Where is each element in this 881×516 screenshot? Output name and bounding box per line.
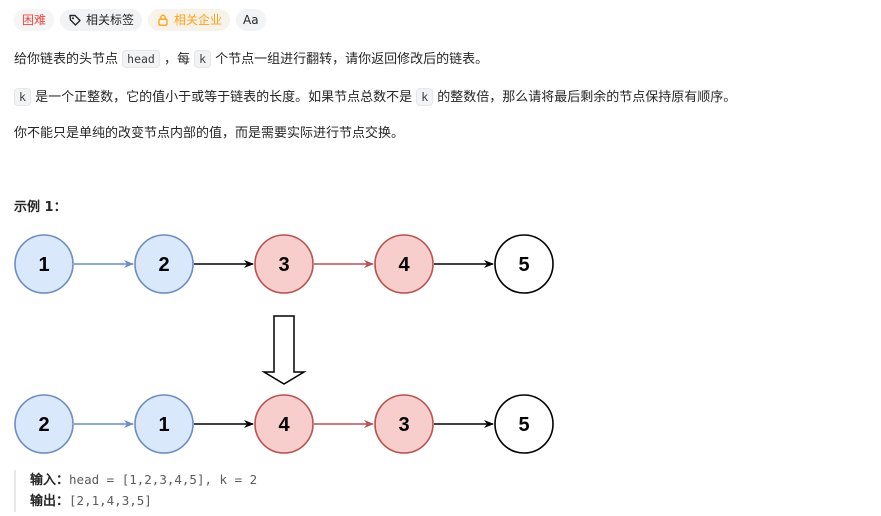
inline-code-k: k [416,88,434,106]
input-value: head = [1,2,3,4,5], k = 2 [69,472,258,487]
text: 是一个正整数，它的值小于或等于链表的长度。如果节点总数不是 [30,90,417,105]
after-node [134,394,194,454]
example-io-block: 输入：head = [1,2,3,4,5], k = 2 输出：[2,1,4,3… [14,470,257,512]
after-node [14,394,74,454]
before-node-label: 1 [38,254,49,276]
topics-tag-label: 相关标签 [86,13,135,27]
before-node [134,234,194,294]
after-node [374,394,434,454]
text: 给你链表的头节点 [14,52,123,67]
lock-icon [156,13,170,27]
topics-tag[interactable]: 相关标签 [60,9,143,31]
inline-code-k: k [14,88,31,106]
font-settings-button[interactable]: Aa [236,9,266,31]
after-node-label: 2 [38,414,49,436]
list-before: 1 2 3 4 5 [14,234,554,294]
font-settings-icon: Aa [243,13,259,27]
before-node [494,234,554,294]
inline-code-k: k [194,50,212,68]
before-node [374,234,434,294]
example-title: 示例 1： [14,200,67,215]
companies-tag-label: 相关企业 [174,13,223,27]
description-paragraph-1: 给你链表的头节点 head ，每 k 个节点一组进行翻转，请你返回修改后的链表。 [14,49,488,70]
output-label: 输出： [30,494,70,509]
before-node [254,234,314,294]
after-node-label: 4 [278,414,290,436]
companies-tag[interactable]: 相关企业 [148,9,231,31]
after-node [494,394,554,454]
text: ，每 [159,52,195,67]
after-node [254,394,314,454]
after-node-label: 3 [398,414,409,436]
list-after: 2 1 4 3 5 [14,394,554,454]
inline-code-head: head [122,50,160,68]
after-node-label: 1 [158,414,169,436]
input-label: 输入： [30,473,70,488]
example-input: 输入：head = [1,2,3,4,5], k = 2 [30,470,257,491]
description-paragraph-2: k 是一个正整数，它的值小于或等于链表的长度。如果节点总数不是 k 的整数倍，那… [14,87,736,108]
before-node-label: 3 [278,254,289,276]
before-node [14,234,74,294]
before-node-label: 2 [158,254,169,276]
description-paragraph-3: 你不能只是单纯的改变节点内部的值，而是需要实际进行节点交换。 [14,126,405,141]
tag-bar: 困难 相关标签 相关企业 Aa [14,9,266,31]
example-output: 输出：[2,1,4,3,5] [30,491,257,512]
text: 的整数倍，那么请将最后剩余的节点保持原有顺序。 [433,90,737,105]
output-value: [2,1,4,3,5] [69,493,152,508]
tag-icon [68,13,82,27]
after-node-label: 5 [518,414,529,436]
text: 个节点一组进行翻转，请你返回修改后的链表。 [211,52,489,67]
before-node-label: 4 [398,254,410,276]
before-node-label: 5 [518,254,529,276]
transform-down-arrow-icon [261,315,307,385]
difficulty-tag[interactable]: 困难 [14,9,55,31]
